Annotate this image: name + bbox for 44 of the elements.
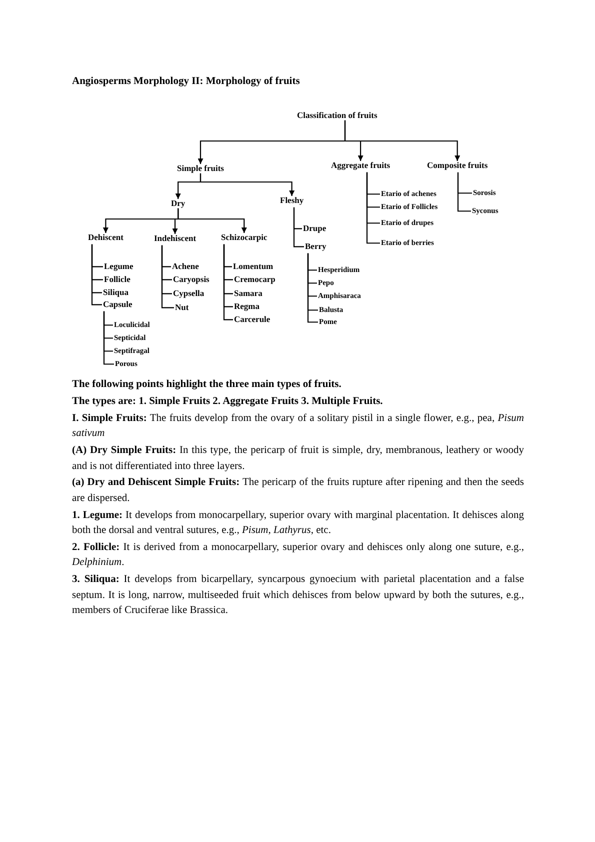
node-label: Caryopsis: [173, 275, 210, 284]
body-paragraph: 1. Legume: It develops from monocarpellary, superior ovary with marginal placentation. It dehisces along both the dorsal and ventral sutures, e.g., Pisum, Lathyrus, etc.: [72, 508, 524, 538]
node-label: Regma: [234, 302, 260, 312]
body-paragraph: The types are: 1. Simple Fruits 2. Aggregate Fruits 3. Multiple Fruits.: [72, 394, 384, 409]
node-label: Lomentum: [233, 262, 274, 272]
body-paragraph: (a) Dry and Dehiscent Simple Fruits: The pericarp of the fruits rupture after ripening and then the seeds are dispersed.: [72, 476, 524, 506]
arrow: [200, 173, 295, 196]
body-paragraph: 2. Follicle: It is derived from a monocarpellary, superior ovary and dehisces only along one suture, e.g., Delphinium.: [72, 541, 524, 570]
connector-line: [103, 311, 114, 365]
body-paragraph: The following points highlight the three main types of fruits.: [72, 378, 342, 392]
node-label: Classification of fruits: [297, 111, 378, 120]
node-label: Composite fruits: [427, 161, 488, 170]
connector-line: [223, 244, 233, 320]
connector-line: [457, 172, 471, 212]
connector-line: [293, 207, 304, 248]
node-label: Cremocarp: [234, 275, 276, 284]
node-label: Drupe: [303, 224, 326, 234]
body-paragraph: I. Simple Fruits: The fruits develop from the ovary of a solitary pistil in a single flower, e.g., pea, Pisum sativum: [72, 412, 524, 442]
node-label: Berry: [305, 242, 326, 252]
node-label: Capsule: [103, 300, 132, 310]
page-title: Angiosperms Morphology II: Morphology of fruits: [72, 76, 300, 87]
connector-line: [91, 244, 102, 306]
node-label: Legume: [104, 262, 134, 272]
connector-line: [366, 172, 380, 244]
node-label: Siliqua: [103, 288, 129, 298]
node-label: Fleshy: [280, 196, 304, 206]
arrow: [344, 120, 460, 161]
node-label: Aggregate fruits: [331, 161, 390, 170]
connector-line: [161, 245, 174, 308]
node-label: Achene: [172, 262, 199, 272]
body-paragraph: (A) Dry Simple Fruits: In this type, the pericarp of fruit is simple, dry, membranous, leathery or woody and is not differentiated into three layers.: [72, 444, 524, 474]
node-label: Schizocarpic: [221, 233, 268, 242]
connector-line: [307, 253, 318, 323]
node-label: Dry: [171, 199, 186, 208]
node-label: Follicle: [104, 275, 130, 284]
node-label: Nut: [175, 303, 189, 312]
node-label: Simple fruits: [177, 164, 224, 174]
node-label: Carcerule: [234, 315, 270, 324]
arrow: [178, 208, 247, 233]
node-label: Indehiscent: [154, 234, 196, 244]
node-label: Dehiscent: [88, 233, 124, 242]
body-paragraph: 3. Siliqua: It develops from bicarpellary, syncarpous gynoecium with parietal placentation and a false septum. It is long, narrow, multiseeded fruit which dehisces from below upward by both the sutures, e.g., members of Cruciferae like Brassica.: [72, 573, 524, 618]
node-label: Samara: [234, 289, 262, 298]
node-label: Cypsella: [173, 289, 204, 298]
